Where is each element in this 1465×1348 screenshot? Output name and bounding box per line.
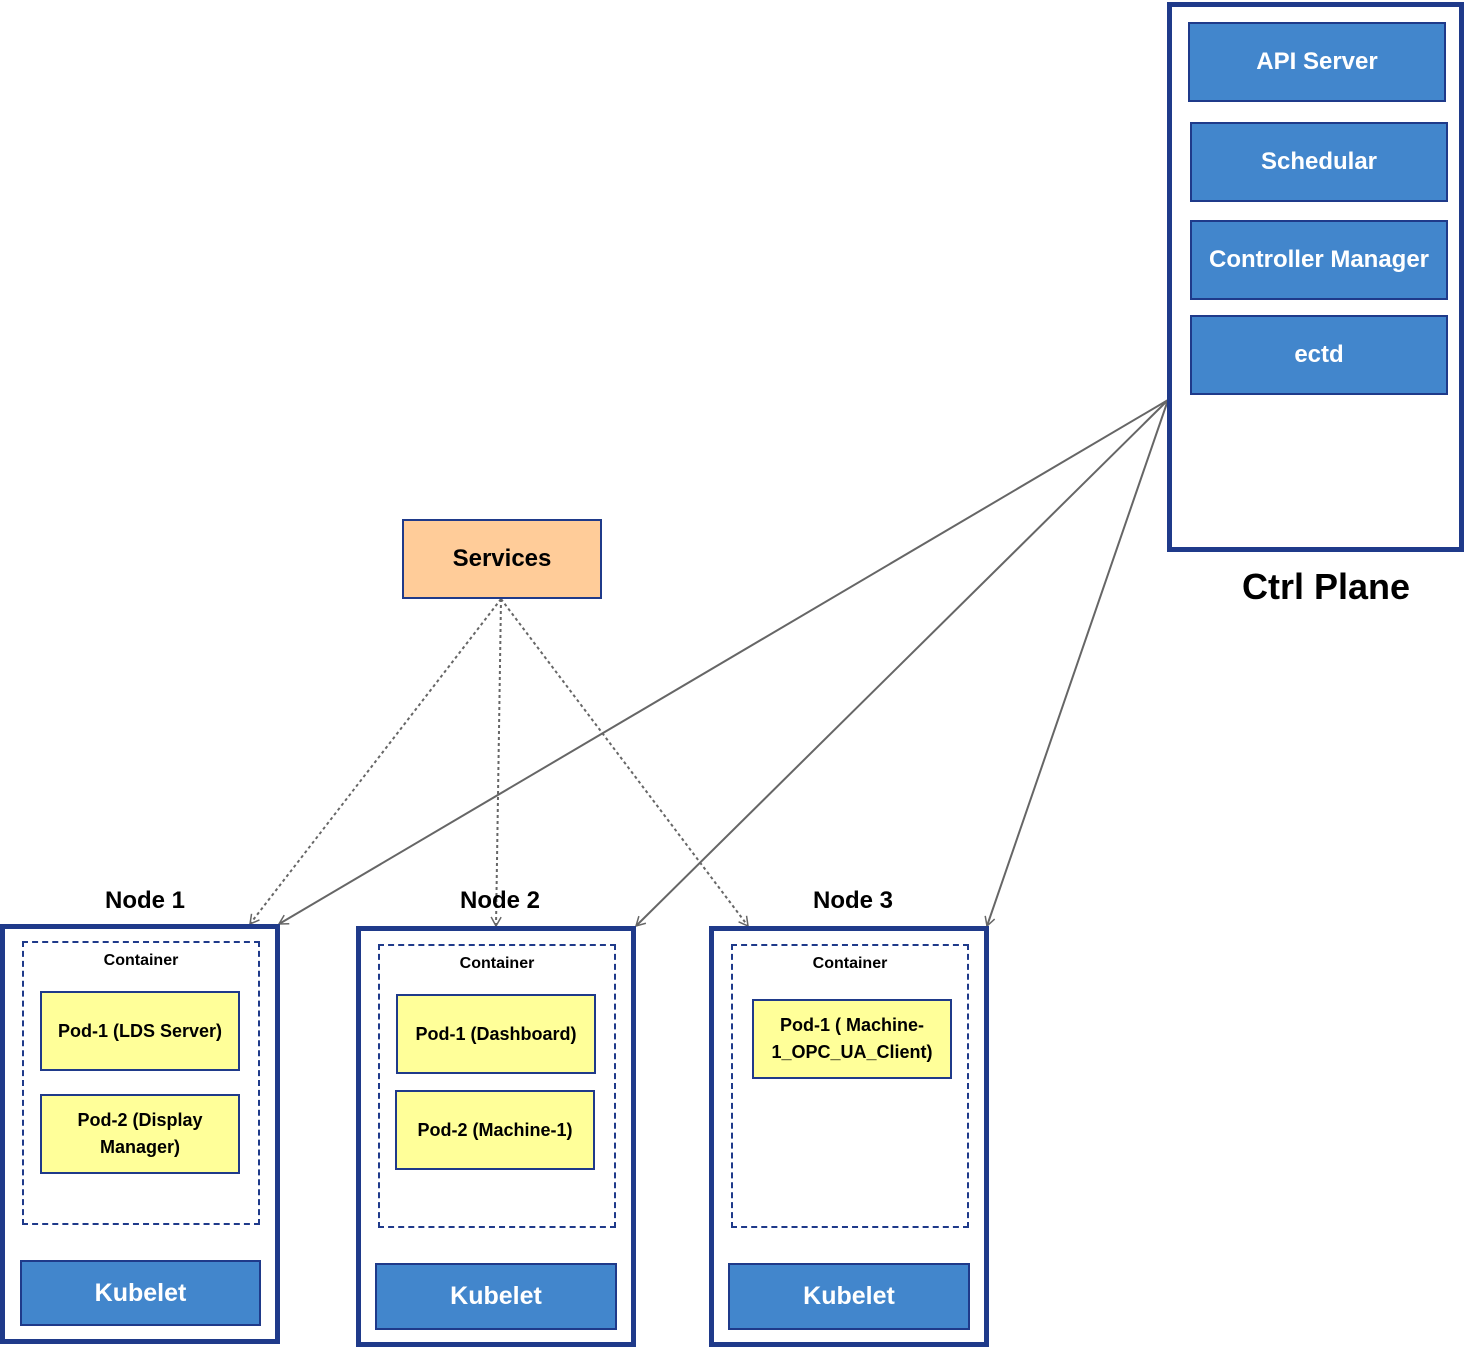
- control-plane-frame: API Server Schedular Controller Manager …: [1167, 2, 1464, 552]
- node-3-frame: Container Pod-1 ( Machine-1_OPC_UA_Clien…: [709, 926, 989, 1347]
- node-2-frame: Container Pod-1 (Dashboard) Pod-2 (Machi…: [356, 926, 636, 1347]
- etcd-box: ectd: [1190, 315, 1448, 395]
- node-2-pod-2: Pod-2 (Machine-1): [395, 1090, 595, 1170]
- control-plane-title: Ctrl Plane: [1242, 566, 1411, 607]
- node-2-container: Container Pod-1 (Dashboard) Pod-2 (Machi…: [378, 944, 616, 1228]
- node-1-frame: Container Pod-1 (LDS Server) Pod-2 (Disp…: [0, 924, 280, 1344]
- node-3-container-label: Container: [812, 955, 888, 972]
- controller-manager-box: Controller Manager: [1190, 220, 1448, 300]
- node-2-kubelet: Kubelet: [375, 1263, 617, 1330]
- services-to-node-1-link: [249, 598, 502, 926]
- node-3-title: Node 3: [812, 887, 893, 914]
- services-to-node-2-link: [490, 598, 502, 928]
- node-3-pod-1: Pod-1 ( Machine-1_OPC_UA_Client): [752, 999, 952, 1079]
- api-server-box: API Server: [1188, 22, 1446, 102]
- node-2-title: Node 2: [459, 887, 540, 914]
- ctrl-to-node-1-link: [277, 399, 1169, 925]
- ctrl-to-node-3-link: [984, 399, 1169, 928]
- node-1-title: Node 1: [104, 887, 185, 914]
- node-1-container-label: Container: [103, 952, 179, 969]
- node-1-container: Container Pod-1 (LDS Server) Pod-2 (Disp…: [22, 941, 260, 1225]
- node-1-pod-2: Pod-2 (Display Manager): [40, 1094, 240, 1174]
- node-2-pod-1: Pod-1 (Dashboard): [396, 994, 596, 1074]
- services-box: Services: [402, 519, 602, 599]
- node-1-kubelet: Kubelet: [20, 1260, 261, 1326]
- node-1-pod-1: Pod-1 (LDS Server): [40, 991, 240, 1071]
- node-2-container-label: Container: [459, 955, 535, 972]
- ctrl-to-node-2-link: [634, 399, 1169, 928]
- node-3-kubelet: Kubelet: [728, 1263, 970, 1330]
- node-3-container: Container Pod-1 ( Machine-1_OPC_UA_Clien…: [731, 944, 969, 1228]
- services-to-node-3-link: [500, 598, 749, 928]
- scheduler-box: Schedular: [1190, 122, 1448, 202]
